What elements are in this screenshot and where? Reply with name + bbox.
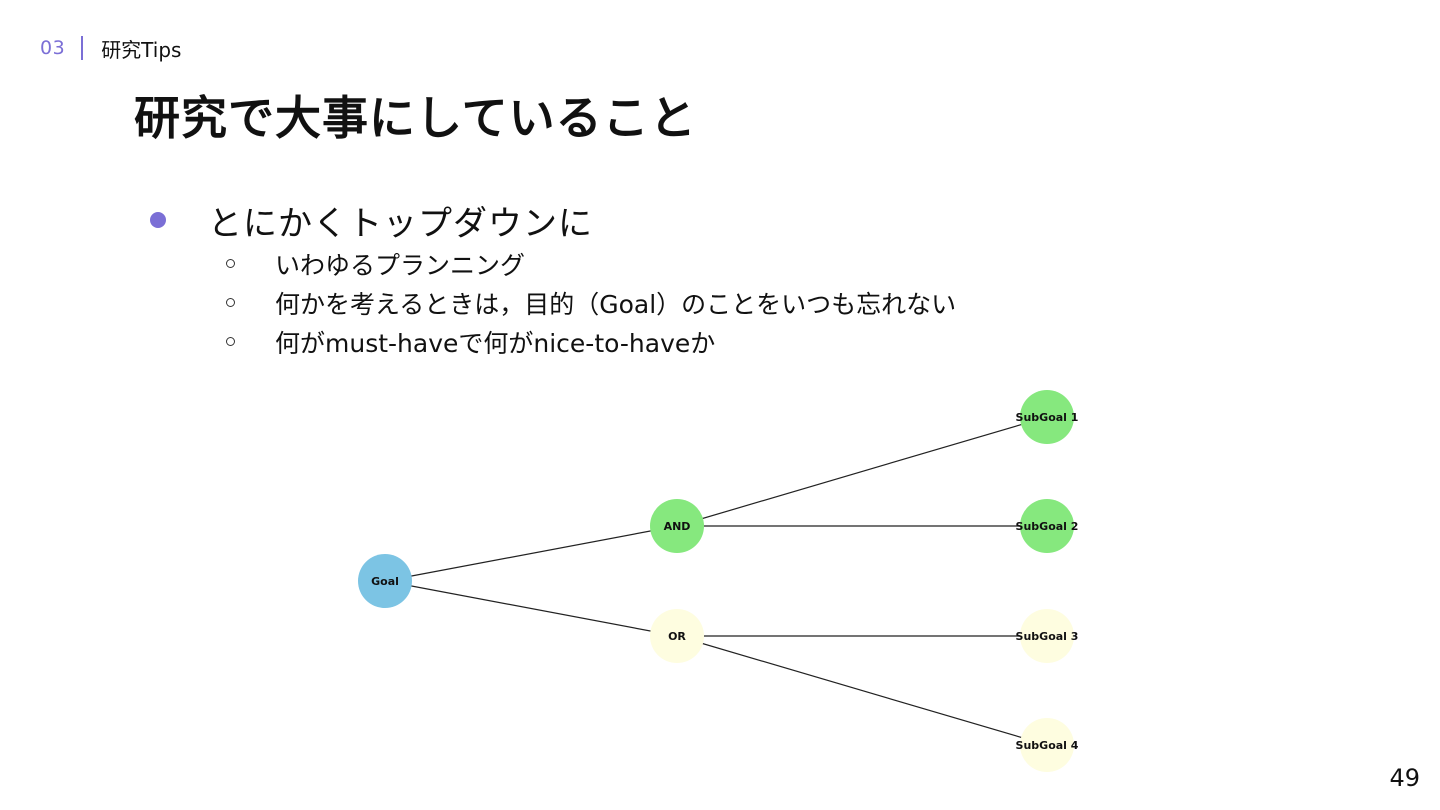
node-subgoal-4-circle	[1020, 718, 1074, 772]
sub-bullet-text: 何かを考えるときは，目的（Goal）のことをいつも忘れない	[275, 289, 957, 319]
node-and-label: AND	[664, 520, 691, 533]
node-and-circle	[650, 499, 704, 553]
hollow-circle-icon	[226, 298, 235, 307]
node-subgoal-2-circle	[1020, 499, 1074, 553]
edge-goal-and	[384, 525, 678, 582]
node-subgoal-4: SubGoal 4	[1016, 718, 1079, 772]
node-or-label: OR	[668, 630, 686, 643]
bullet-main-text: とにかくトップダウンに	[208, 203, 593, 244]
section-number: 03	[40, 37, 66, 59]
node-subgoal-1: SubGoal 1	[1016, 390, 1079, 444]
goal-tree-diagram: Goal AND OR SubGoal 1 SubGoal 2 SubGoal …	[358, 390, 1079, 772]
node-goal: Goal	[358, 554, 412, 608]
sub-bullet: いわゆるプランニング	[226, 244, 956, 283]
node-subgoal-2-label: SubGoal 2	[1016, 520, 1079, 533]
bullet-main: とにかくトップダウンに	[148, 196, 956, 244]
node-subgoal-3: SubGoal 3	[1016, 609, 1079, 663]
section-divider	[81, 36, 84, 60]
node-or-circle	[650, 609, 704, 663]
sub-bullet-text: いわゆるプランニング	[275, 250, 526, 280]
node-goal-circle	[358, 554, 412, 608]
node-subgoal-1-circle	[1020, 390, 1074, 444]
bullet-dot-icon	[150, 212, 166, 228]
sub-bullet: 何がmust-haveで何がnice-to-haveか	[226, 322, 956, 361]
diagram-edges	[384, 416, 1048, 746]
section-header: 03 研究Tips	[40, 34, 181, 62]
slide-title: 研究で大事にしていること	[134, 91, 697, 145]
node-subgoal-1-label: SubGoal 1	[1016, 411, 1079, 424]
sub-bullet: 何かを考えるときは，目的（Goal）のことをいつも忘れない	[226, 283, 956, 322]
node-goal-label: Goal	[371, 575, 399, 588]
node-or: OR	[650, 609, 704, 663]
hollow-circle-icon	[226, 259, 235, 268]
edge-or-subgoal-4	[676, 635, 1048, 746]
node-subgoal-2: SubGoal 2	[1016, 499, 1079, 553]
page-number: 49	[1389, 764, 1420, 792]
hollow-circle-icon	[226, 337, 235, 346]
bullet-list: とにかくトップダウンに いわゆるプランニング 何かを考えるときは，目的（Goal…	[148, 196, 956, 361]
section-label: 研究Tips	[101, 37, 182, 62]
node-subgoal-3-label: SubGoal 3	[1016, 630, 1079, 643]
node-subgoal-4-label: SubGoal 4	[1016, 739, 1079, 752]
sub-bullet-text: 何がmust-haveで何がnice-to-haveか	[275, 328, 716, 358]
edge-and-subgoal-1	[676, 416, 1048, 527]
edge-goal-or	[384, 580, 678, 637]
node-subgoal-3-circle	[1020, 609, 1074, 663]
node-and: AND	[650, 499, 704, 553]
